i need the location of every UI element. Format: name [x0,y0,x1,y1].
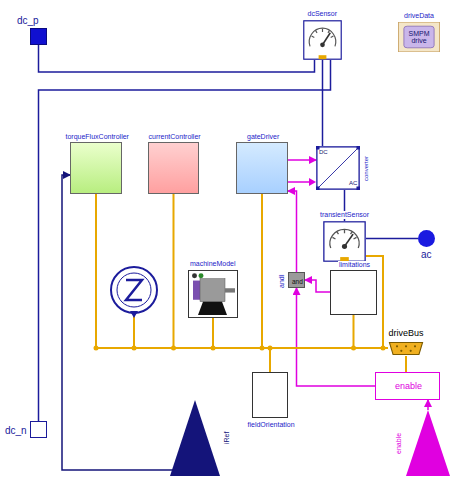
component-name: torqueFluxController [65,133,130,141]
component-name: converter [363,155,370,180]
controller-block: torqueFluxController [70,142,122,194]
pin-circle: ac [418,230,435,247]
logic-block: andIand [288,272,305,288]
component-name: ac [420,249,433,260]
component-name: currentController [148,133,202,141]
bus-junction [94,346,99,351]
block-text: SMPM drive [404,30,434,45]
bus-connector: driveBus [388,341,424,356]
component-name: dc_n [5,425,27,436]
bus-wire [213,318,388,348]
block-text: DC [319,149,328,156]
driver-block: gateDriver [236,142,288,194]
enable-block: enable [375,372,440,400]
controller-block: currentController [148,142,199,194]
component-name: driveBus [388,329,425,339]
sensor-block: transientSensor [323,221,366,262]
machine-icon [188,270,238,318]
input-triangle [170,400,220,476]
bus-wire [96,194,388,348]
component-name: iRef [223,432,231,444]
component-name: limitations [338,261,371,269]
sensor-icon [303,20,342,60]
bus-junction [132,346,137,351]
gate-signal-arrow [288,178,316,186]
block-text: AC [349,180,357,187]
component-name: transientSensor [319,211,370,219]
signal-wire [322,60,324,146]
signal-wire [39,45,315,72]
component-name: machineModel [189,260,237,268]
limiter-block: limitations [330,270,377,315]
component-name: enable [395,432,403,453]
pin-square: dc_n [30,421,47,438]
signal-wire [305,280,330,292]
component-name: dc_p [17,15,39,26]
input-triangle: enable [406,410,450,476]
record-block: driveDataSMPM drive [398,22,440,52]
input-triangle: iRef [170,400,220,476]
signal-wire [288,159,316,161]
sensor-icon [323,221,366,262]
block-text: and [292,278,303,285]
signal-wire [288,191,297,272]
signal-wire [366,238,418,240]
signal-wire [62,175,174,470]
bus-wire [405,356,407,372]
component-name: gateDriver [246,133,280,141]
bus-junction [268,346,273,351]
speed-sensor-icon [111,267,157,348]
bus-junction [171,346,176,351]
pin-square: dc_p [30,28,47,45]
bus-connector-icon [388,341,424,356]
component-name: driveData [403,12,435,20]
component-name: dcSensor [307,10,339,18]
orientation-block: fieldOrientation [252,372,288,418]
signal-wire [39,60,331,421]
sensor-block: dcSensor [303,20,342,60]
bus-wire [270,348,388,372]
bus-wire [174,194,389,348]
input-triangle [406,410,450,476]
converter-block: converterDCAC [316,146,360,190]
record-icon [398,22,440,52]
machine-block: machineModel [188,270,238,318]
signal-wire [427,400,429,410]
bus-wire [262,194,388,348]
block-text: enable [395,382,422,392]
bus-junction [211,346,216,351]
component-name: andI [278,274,286,288]
component-name: fieldOrientation [247,421,296,429]
